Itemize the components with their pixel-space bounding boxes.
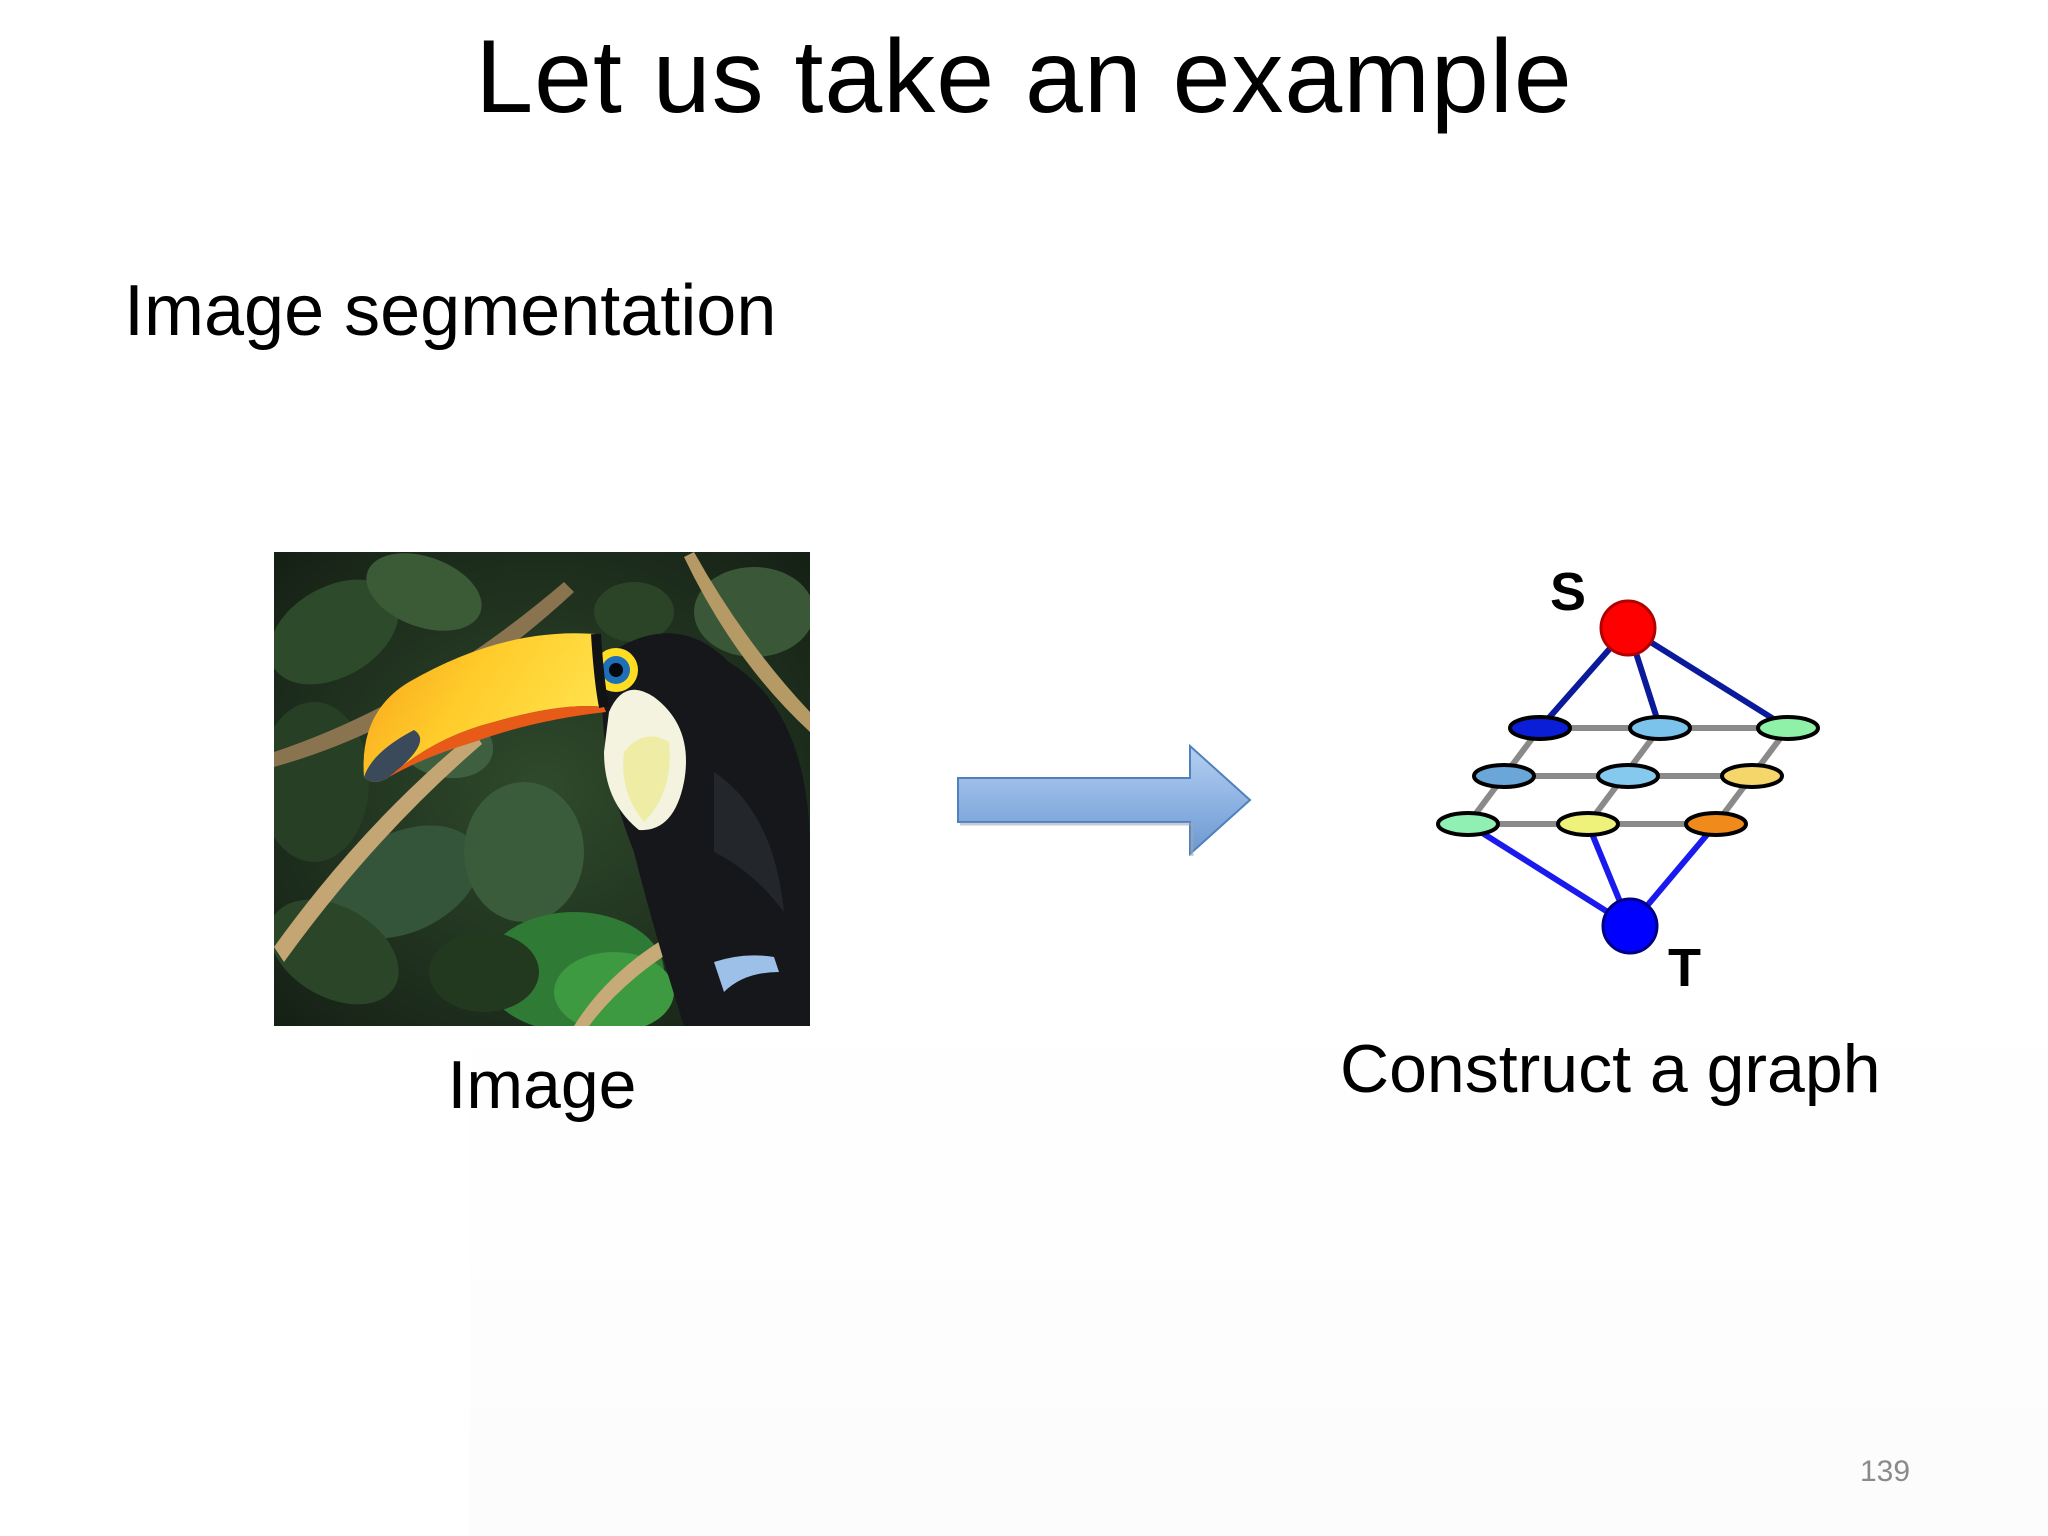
graph-node: [1756, 715, 1820, 741]
sink-label: T: [1668, 938, 1701, 998]
graph-node: [1508, 715, 1572, 741]
graph-diagram: S T: [1436, 562, 1820, 998]
page-number: 139: [1860, 1455, 1911, 1488]
toucan-illustration: [274, 552, 810, 1026]
source-edges: [1537, 625, 1790, 731]
image-caption: Image: [447, 1047, 637, 1123]
graph-node: [1472, 763, 1536, 789]
toucan-photo: [274, 552, 810, 1026]
background-panel: [470, 980, 2048, 1536]
slide-subtitle: Image segmentation: [124, 271, 777, 351]
graph-node: [1556, 811, 1620, 837]
sink-edges: [1466, 821, 1719, 929]
source-label: S: [1550, 562, 1586, 622]
slide-title: Let us take an example: [475, 19, 1573, 135]
right-arrow-icon: [957, 743, 1252, 857]
source-node: [1599, 599, 1657, 657]
graph-node: [1436, 811, 1500, 837]
graph-node: [1628, 715, 1692, 741]
graph-node: [1596, 763, 1660, 789]
graph-caption: Construct a graph: [1340, 1031, 1881, 1107]
graph-node: [1720, 763, 1784, 789]
sink-node: [1601, 897, 1659, 955]
graph-node: [1684, 811, 1748, 837]
